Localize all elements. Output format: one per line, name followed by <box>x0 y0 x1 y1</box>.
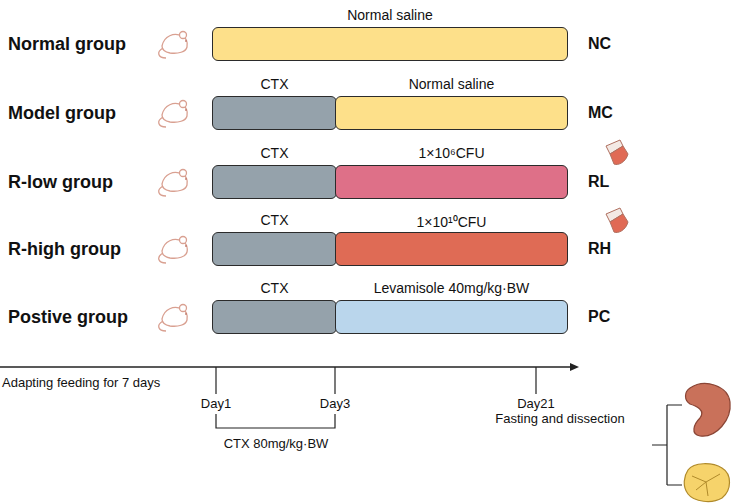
group-name: Postive group <box>8 307 128 328</box>
mouse-icon <box>159 32 188 59</box>
mesentery-icon <box>684 464 729 502</box>
timeline-note: Fasting and dissection <box>495 411 624 426</box>
timeline-tick <box>535 367 536 394</box>
period-bracket <box>216 414 335 428</box>
bar-heading: Levamisole 40mg/kg·BW <box>336 280 567 296</box>
group-code: NC <box>588 35 611 53</box>
group-bar: Levamisole 40mg/kg·BW <box>335 300 568 334</box>
bar-heading: CTX <box>213 212 336 228</box>
mesentery-vessels <box>692 474 720 496</box>
timeline-tick <box>334 367 335 394</box>
mouse-icon <box>159 305 188 332</box>
group-code: RH <box>588 240 611 258</box>
bar-heading: 1×10¹⁰CFU <box>336 212 567 231</box>
day-label: Day21 <box>517 396 555 411</box>
tube-icon <box>606 208 628 233</box>
bar-heading: 1×10⁶CFU <box>336 145 567 161</box>
bar-heading: CTX <box>213 280 336 296</box>
group-name: R-high group <box>8 239 121 260</box>
timeline-axis <box>0 366 572 367</box>
group-bar: CTX <box>212 165 337 199</box>
group-bar: Normal saline <box>335 96 568 130</box>
group-name: Normal group <box>8 34 126 55</box>
group-code: MC <box>588 104 613 122</box>
mouse-icon <box>159 101 188 128</box>
group-bar: CTX <box>212 96 337 130</box>
mouse-icon <box>159 170 188 197</box>
organ-bracket <box>652 405 682 485</box>
bar-heading: Normal saline <box>336 76 567 92</box>
group-bar: CTX <box>212 232 337 266</box>
spleen-icon <box>686 384 731 437</box>
group-bar: CTX <box>212 300 337 334</box>
bar-heading: CTX <box>213 76 336 92</box>
timeline-tick <box>215 367 216 394</box>
group-bar: 1×10¹⁰CFU <box>335 232 568 266</box>
timeline-arrowhead <box>570 363 579 371</box>
mouse-icon <box>159 237 188 264</box>
dose-label: CTX 80mg/kg·BW <box>224 436 329 451</box>
group-bar: Normal saline <box>212 27 568 61</box>
group-code: PC <box>588 308 610 326</box>
group-name: Model group <box>8 103 116 124</box>
group-name: R-low group <box>8 172 113 193</box>
day-label: Day1 <box>201 396 231 411</box>
group-code: RL <box>588 173 609 191</box>
timeline-note: Adapting feeding for 7 days <box>2 375 160 390</box>
tube-icon <box>606 140 628 165</box>
bar-heading: CTX <box>213 145 336 161</box>
bar-heading: Normal saline <box>213 7 567 23</box>
day-label: Day3 <box>320 396 350 411</box>
group-bar: 1×10⁶CFU <box>335 165 568 199</box>
